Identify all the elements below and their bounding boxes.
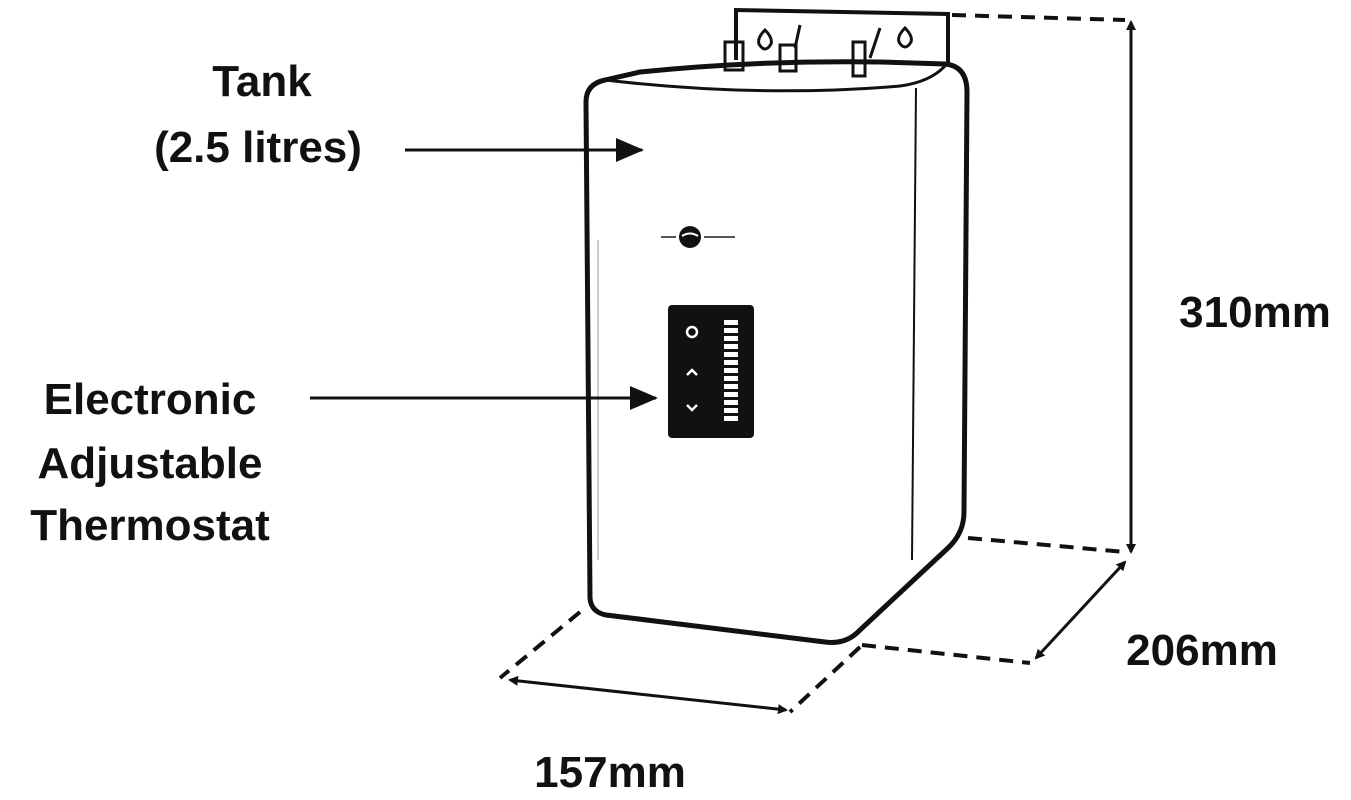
- temperature-level-indicator: [724, 320, 738, 421]
- depth-dimension-arrow: [1034, 560, 1127, 660]
- up-arrow-icon: [686, 368, 698, 376]
- tank-body: [583, 59, 970, 645]
- width-dimension-arrow: [508, 675, 788, 715]
- thermostat-label-line1: Electronic: [44, 375, 257, 424]
- power-button-icon: [685, 325, 699, 339]
- height-dimension-label: 310mm: [1179, 288, 1331, 337]
- dimension-guides: [498, 13, 1126, 714]
- thermostat-control-panel: [668, 305, 754, 438]
- depth-dimension-label: 206mm: [1126, 626, 1278, 675]
- thermostat-label-line2: Adjustable: [38, 439, 263, 488]
- insinkerator-logo: [661, 226, 735, 248]
- width-dimension-label: 157mm: [534, 748, 686, 797]
- mounting-bracket: [723, 7, 950, 78]
- thermostat-label-line3: Thermostat: [30, 501, 270, 550]
- tank-label-line2: (2.5 litres): [154, 123, 362, 172]
- down-arrow-icon: [686, 404, 698, 412]
- tank-label-line1: Tank: [212, 57, 312, 106]
